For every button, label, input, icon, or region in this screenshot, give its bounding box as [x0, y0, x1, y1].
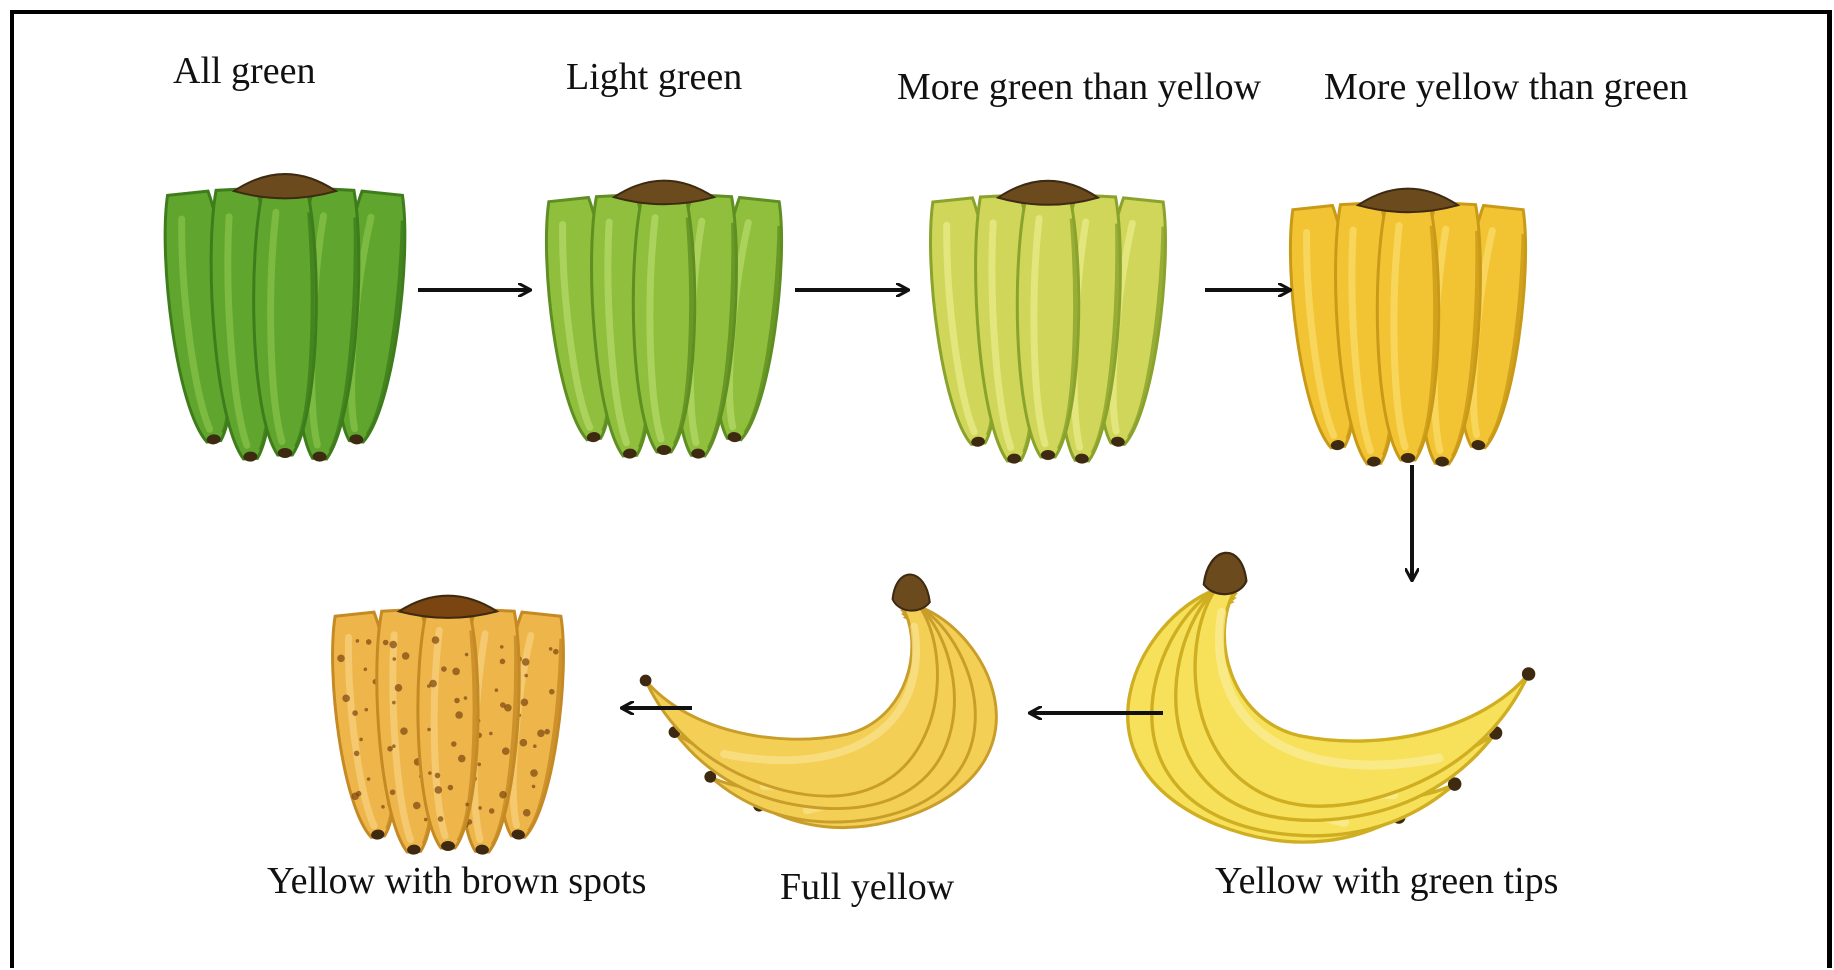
- bunch-more-yellow-than-green: [1283, 189, 1532, 469]
- bunch-all-green-finger: [254, 185, 317, 458]
- bunch-full-yellow-finger: [640, 607, 938, 796]
- bunch-more-yellow-than-green-finger: [1377, 200, 1438, 463]
- bunch-yellow-with-green-tips-finger: [1195, 590, 1535, 806]
- bunch-more-green-than-yellow-finger: [1017, 192, 1078, 460]
- label-all-green: All green: [173, 52, 315, 90]
- bunch-full-yellow: [640, 574, 1035, 893]
- bunch-yellow-with-brown-spots: [326, 596, 570, 856]
- label-light-green: Light green: [566, 58, 742, 96]
- label-yellow-with-brown-spots: Yellow with brown spots: [267, 862, 646, 900]
- label-more-yellow-than-green: More yellow than green: [1324, 68, 1688, 106]
- label-full-yellow: Full yellow: [780, 868, 954, 906]
- bunch-light-green-finger: [633, 192, 694, 455]
- bunch-yellow-with-brown-spots-finger: [418, 606, 478, 851]
- label-yellow-with-green-tips: Yellow with green tips: [1215, 862, 1558, 900]
- bunch-all-green: [158, 174, 412, 463]
- bunch-light-green: [539, 181, 788, 461]
- label-more-green-than-yellow: More green than yellow: [897, 68, 1261, 106]
- bunch-more-green-than-yellow: [923, 181, 1172, 465]
